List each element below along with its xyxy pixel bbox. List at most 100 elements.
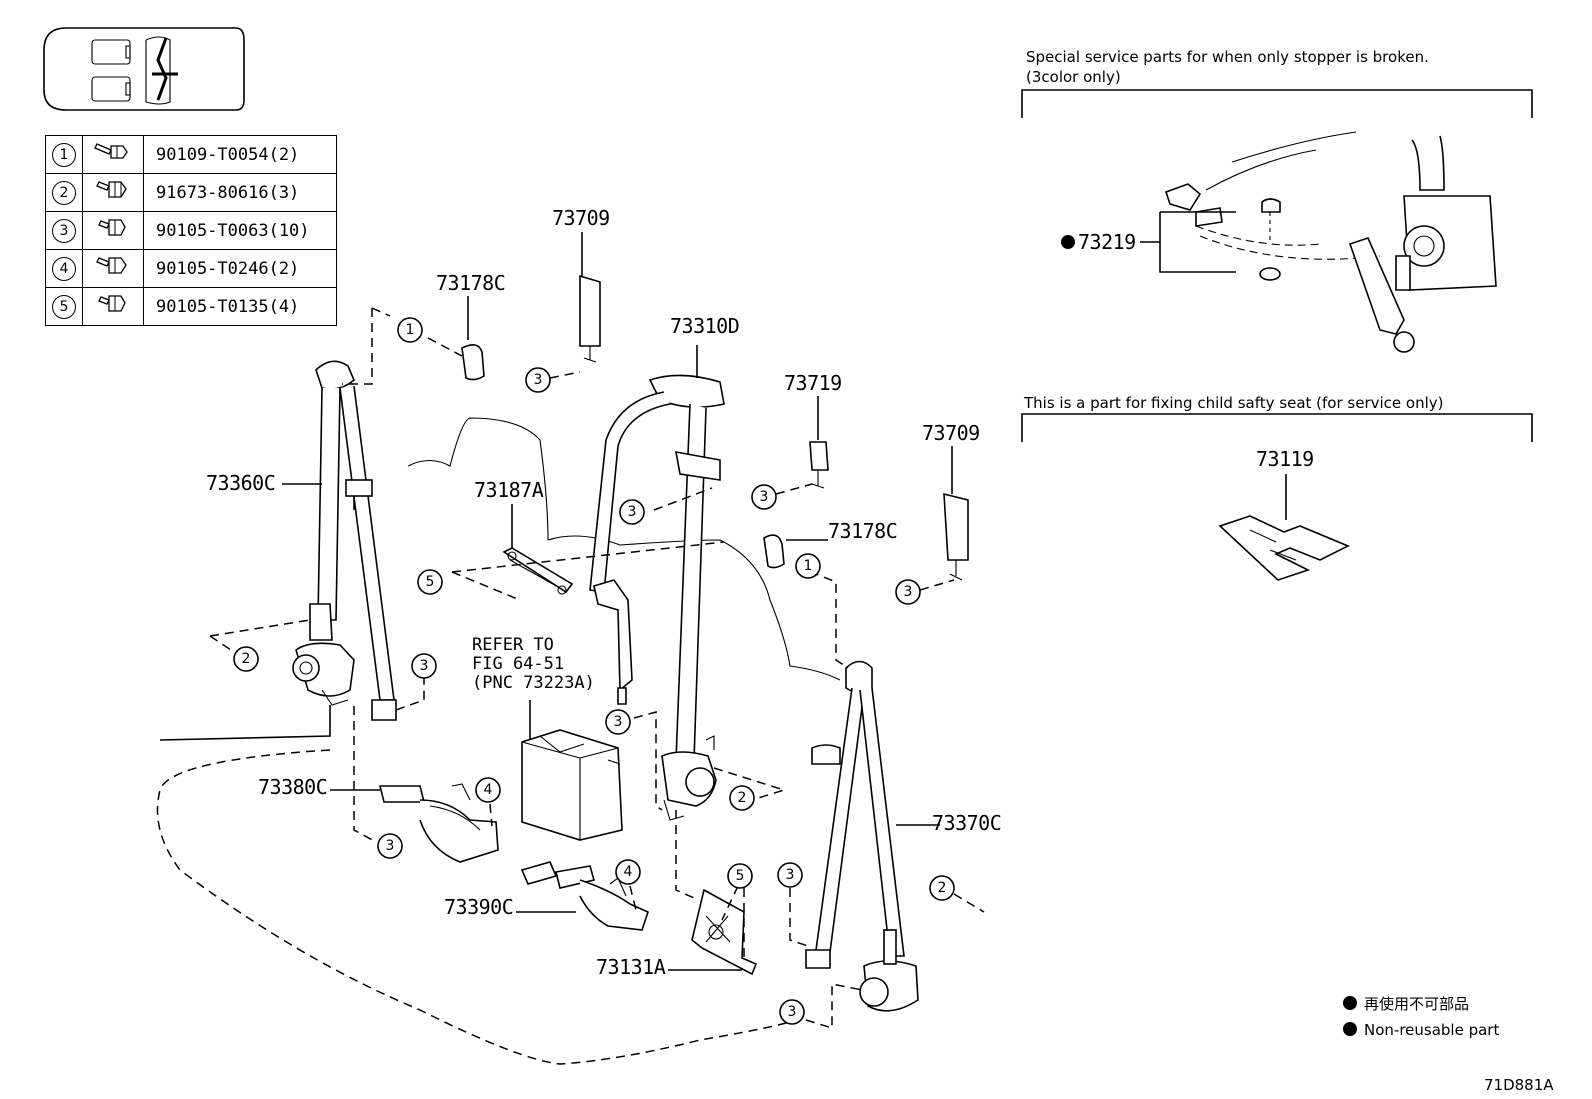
cover-73178c-mid [763, 534, 785, 569]
svg-text:5: 5 [736, 868, 745, 884]
svg-text:3: 3 [904, 584, 913, 600]
bracket-73187a [502, 547, 574, 595]
cover-73178c-top [461, 344, 485, 381]
module-73223a [521, 729, 623, 841]
special-bracket [1021, 89, 1533, 118]
bracket-73131a [691, 888, 758, 976]
callout-3-center-upper: 3 [619, 499, 645, 525]
callout-3-left: 3 [411, 653, 437, 679]
label-73178c-mid: 73178C [828, 519, 897, 543]
svg-text:3: 3 [420, 658, 429, 674]
bolt-icon [82, 211, 144, 250]
strap-73709-right [943, 492, 969, 581]
special-note-line2: (3color only) [1026, 68, 1121, 86]
callout-5-left: 5 [417, 569, 443, 595]
legend-bullet-icon [1343, 1022, 1357, 1036]
bolt-icon [82, 287, 144, 326]
bolt-icon [82, 249, 144, 288]
label-73709-right: 73709 [922, 421, 980, 445]
label-73219: 73219 [1078, 230, 1136, 254]
label-73131a: 73131A [596, 955, 666, 979]
svg-text:4: 4 [484, 782, 493, 798]
fastener-row: 5 90105-T0135(4) [45, 287, 337, 326]
svg-text:2: 2 [938, 880, 947, 896]
callout-2-center: 2 [729, 785, 755, 811]
callout-3-center-lower: 3 [605, 709, 631, 735]
svg-text:2: 2 [242, 651, 251, 667]
callout-3-floor-left: 3 [377, 833, 403, 859]
svg-text:4: 4 [624, 864, 633, 880]
svg-text:3: 3 [386, 838, 395, 854]
callout-3-right-strap: 3 [895, 579, 921, 605]
fastener-row: 3 90105-T0063(10) [45, 211, 337, 250]
part-number: 90109-T0054(2) [143, 135, 337, 174]
svg-text:1: 1 [804, 558, 813, 574]
callout-3-top-strap: 3 [525, 367, 551, 393]
plate-73119 [1218, 515, 1350, 581]
label-73709-top: 73709 [552, 206, 610, 230]
svg-text:3: 3 [760, 489, 769, 505]
ref-circle: 4 [52, 256, 76, 281]
part-number: 91673-80616(3) [143, 173, 337, 212]
label-73119: 73119 [1256, 447, 1314, 471]
label-73380c: 73380C [258, 775, 327, 799]
label-73370c: 73370C [932, 811, 1001, 835]
svg-text:5: 5 [426, 574, 435, 590]
non-reusable-marker [1061, 235, 1075, 249]
callout-1-mid: 1 [795, 553, 821, 579]
buckle-73380c [378, 783, 499, 863]
child-seat-bracket [1021, 413, 1533, 442]
label-73390c: 73390C [444, 895, 513, 919]
bolt-icon [82, 135, 144, 174]
label-73360c: 73360C [206, 471, 275, 495]
legend-bullet-icon [1343, 996, 1357, 1010]
svg-text:3: 3 [628, 504, 637, 520]
refer-line2: FIG 64-51 [472, 654, 564, 674]
svg-text:3: 3 [788, 1004, 797, 1020]
refer-line3: (PNC 73223A) [472, 673, 595, 693]
label-73719: 73719 [784, 371, 842, 395]
clip-73719 [809, 441, 829, 489]
special-note-line1: Special service parts for when only stop… [1026, 48, 1429, 66]
stopper-assembly-drawing [1159, 131, 1497, 353]
buckle-73390c [520, 861, 649, 931]
label-73310d: 73310D [670, 314, 739, 338]
seatbelt-73370c [805, 660, 919, 1012]
svg-text:2: 2 [738, 790, 747, 806]
fastener-row: 4 90105-T0246(2) [45, 249, 337, 288]
callout-1-top-left: 1 [397, 317, 423, 343]
diagram-code: 71D881A [1484, 1076, 1554, 1094]
callout-4-upper: 4 [475, 777, 501, 803]
callout-3-bottom: 3 [779, 999, 805, 1025]
ref-circle: 2 [52, 180, 76, 205]
part-number: 90105-T0135(4) [143, 287, 337, 326]
ref-circle: 5 [52, 294, 76, 319]
label-73178c-top: 73178C [436, 271, 505, 295]
ref-circle: 1 [52, 142, 76, 167]
callout-2-right: 2 [929, 875, 955, 901]
svg-text:1: 1 [406, 322, 415, 338]
callout-2-left: 2 [233, 646, 259, 672]
svg-text:3: 3 [614, 714, 623, 730]
callout-4-lower: 4 [615, 859, 641, 885]
callout-3-right-lower: 3 [777, 862, 803, 888]
callout-5-lower: 5 [727, 863, 753, 889]
svg-text:3: 3 [786, 867, 795, 883]
floor-outline [156, 749, 791, 1065]
strap-73709-top [579, 274, 601, 363]
legend-japanese: 再使用不可部品 [1364, 995, 1469, 1013]
part-number: 90105-T0063(10) [143, 211, 337, 250]
callout-3-clip: 3 [751, 484, 777, 510]
fastener-table: 1 90109-T0054(2) 2 91673-80616(3) 3 9010… [45, 135, 337, 326]
child-seat-note: This is a part for fixing child safty se… [1023, 394, 1443, 412]
ref-circle: 3 [52, 218, 76, 243]
fastener-row: 1 90109-T0054(2) [45, 135, 337, 174]
seat-outline [407, 417, 841, 681]
seatbelt-73360c [159, 360, 397, 741]
legend-english: Non-reusable part [1364, 1021, 1499, 1039]
svg-text:3: 3 [534, 372, 543, 388]
label-73187a: 73187A [474, 478, 544, 502]
vehicle-locator-icon [43, 27, 245, 111]
refer-line1: REFER TO [472, 635, 554, 655]
